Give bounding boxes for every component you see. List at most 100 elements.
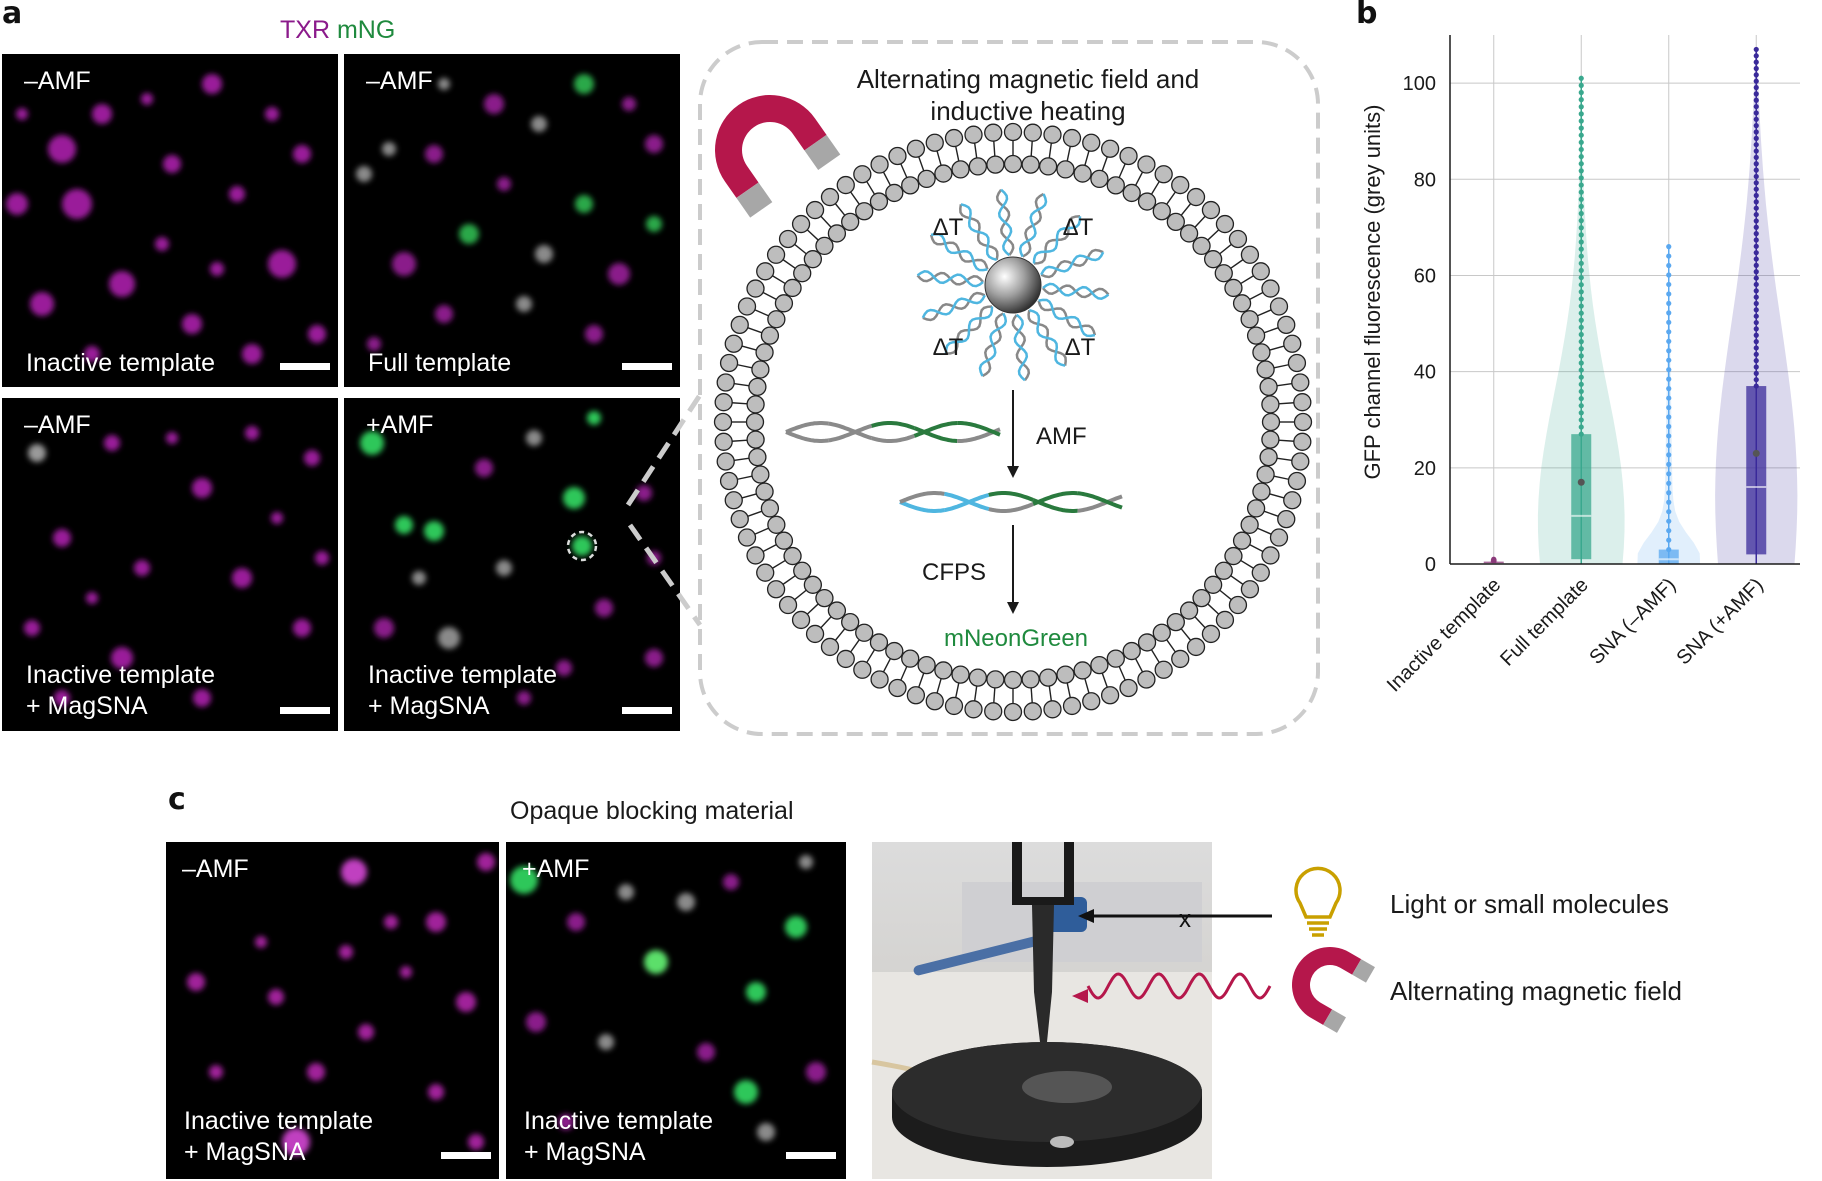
- violin-point: [1666, 423, 1672, 430]
- violin-point: [1753, 345, 1759, 351]
- violin-point: [1666, 338, 1672, 344]
- violin-point: [1753, 294, 1759, 300]
- lipid-head-outer: [836, 175, 855, 195]
- lipid-tail: [865, 180, 876, 196]
- tile-bottom-label-line2: + MagSNA: [184, 1138, 306, 1166]
- lipid-head-inner: [751, 360, 770, 379]
- lipid-tail: [849, 191, 861, 206]
- lipid-head-inner: [1232, 294, 1252, 313]
- y-tick-label: 100: [1403, 73, 1436, 95]
- lipid-head-inner: [917, 169, 936, 189]
- dna-template-inactive: [785, 421, 1001, 443]
- helix-strand: [1032, 491, 1078, 506]
- dna-strand: [978, 312, 1008, 377]
- lipid-tail: [954, 682, 960, 699]
- violin-point: [1753, 97, 1759, 103]
- lipid-tail: [1239, 274, 1255, 285]
- violin-point: [1666, 461, 1672, 467]
- violin-point: [1666, 537, 1672, 543]
- lipid-tail: [747, 510, 763, 518]
- lipid-head-outer: [719, 353, 739, 373]
- micrograph-c-plus-amf: +AMF Inactive template + MagSNA: [506, 842, 846, 1179]
- lipid-head-outer: [766, 245, 786, 264]
- lipid-head-outer: [1283, 491, 1302, 510]
- lipid-head-outer: [1261, 546, 1280, 565]
- lipid-tail: [754, 527, 770, 535]
- lipid-tail: [882, 171, 892, 187]
- lipid-head-outer: [1201, 200, 1221, 220]
- lipid-head-inner: [1122, 183, 1141, 203]
- helix-strand: [988, 491, 1034, 502]
- violin-point: [1753, 123, 1759, 129]
- violin-point: [1753, 275, 1759, 281]
- lipid-tail: [1066, 682, 1072, 699]
- lipid-head-outer: [1154, 165, 1173, 184]
- helix-strand: [785, 421, 830, 434]
- lipid-tail: [834, 627, 846, 642]
- lipid-tail: [834, 202, 846, 217]
- channel-txr: TXR: [280, 16, 330, 44]
- dna-strand: [921, 294, 986, 319]
- lipid-tail: [1273, 475, 1290, 481]
- lipid-head-outer: [1023, 123, 1042, 142]
- violin-point: [1491, 556, 1497, 562]
- lipid-head-inner: [1152, 202, 1171, 221]
- violin-point: [1753, 307, 1759, 313]
- tile-bottom-label-line1: Inactive template: [26, 661, 215, 689]
- lipid-head-outer: [714, 432, 733, 451]
- lipid-tail: [1206, 229, 1220, 241]
- violin-point: [1578, 225, 1584, 231]
- violin-point: [1578, 146, 1584, 153]
- lipid-head-outer: [791, 610, 811, 630]
- lipid-head-outer: [820, 637, 840, 657]
- violin-point: [1753, 313, 1759, 319]
- violin-point: [1753, 148, 1759, 154]
- tile-bottom-label-line2: + MagSNA: [26, 692, 148, 720]
- lipid-head-inner: [968, 668, 988, 687]
- lipid-head-outer: [778, 595, 798, 615]
- violin-point: [1753, 358, 1759, 364]
- violin-point: [1578, 310, 1584, 316]
- lipid-head-outer: [964, 700, 983, 719]
- schematic-title-line1: Alternating magnetic field and: [857, 64, 1200, 94]
- violin-point: [1753, 142, 1759, 148]
- lipid-head-inner: [1056, 160, 1075, 179]
- lipid-tail: [741, 493, 758, 499]
- violin-point: [1666, 386, 1672, 392]
- violin-point: [1666, 452, 1672, 458]
- micrograph-spots: [187, 853, 495, 1156]
- lipid-tail: [1194, 215, 1206, 229]
- lipid-head-outer: [1240, 580, 1260, 599]
- lipid-head-inner: [901, 649, 920, 668]
- violin-point: [1753, 269, 1759, 275]
- violin-point: [1578, 175, 1584, 181]
- lipid-head-inner: [901, 176, 920, 195]
- lipid-head-inner: [885, 641, 904, 661]
- lipid-head-inner: [1259, 377, 1278, 397]
- lipid-head-outer: [756, 563, 775, 582]
- lipid-head-outer: [713, 412, 733, 432]
- violin-point: [1753, 110, 1759, 116]
- lipid-head-inner: [793, 264, 812, 283]
- violin-point: [1666, 509, 1672, 515]
- lipid-head-outer: [1269, 528, 1289, 547]
- delta-t-label: ΔT: [1063, 214, 1094, 241]
- lipid-head-inner: [1038, 157, 1058, 176]
- lipid-tail: [1101, 672, 1109, 688]
- violin-point: [1666, 357, 1672, 363]
- lipid-tail: [1165, 638, 1177, 653]
- lipid-tail: [762, 543, 778, 553]
- violin-point: [1753, 84, 1759, 91]
- violin-point: [1666, 471, 1672, 477]
- violin-point: [1578, 331, 1584, 338]
- dna-strand: [930, 232, 988, 272]
- lipid-head-outer: [1062, 128, 1082, 148]
- lipid-head-outer: [1293, 432, 1312, 451]
- lipid-head-outer: [1171, 175, 1190, 195]
- lipid-head-outer: [964, 125, 983, 144]
- lipid-head-inner: [783, 546, 802, 566]
- violin-point: [1753, 364, 1759, 370]
- scale-bar: [441, 1152, 491, 1159]
- lipid-tail: [1030, 687, 1033, 704]
- violin-point: [1666, 244, 1672, 250]
